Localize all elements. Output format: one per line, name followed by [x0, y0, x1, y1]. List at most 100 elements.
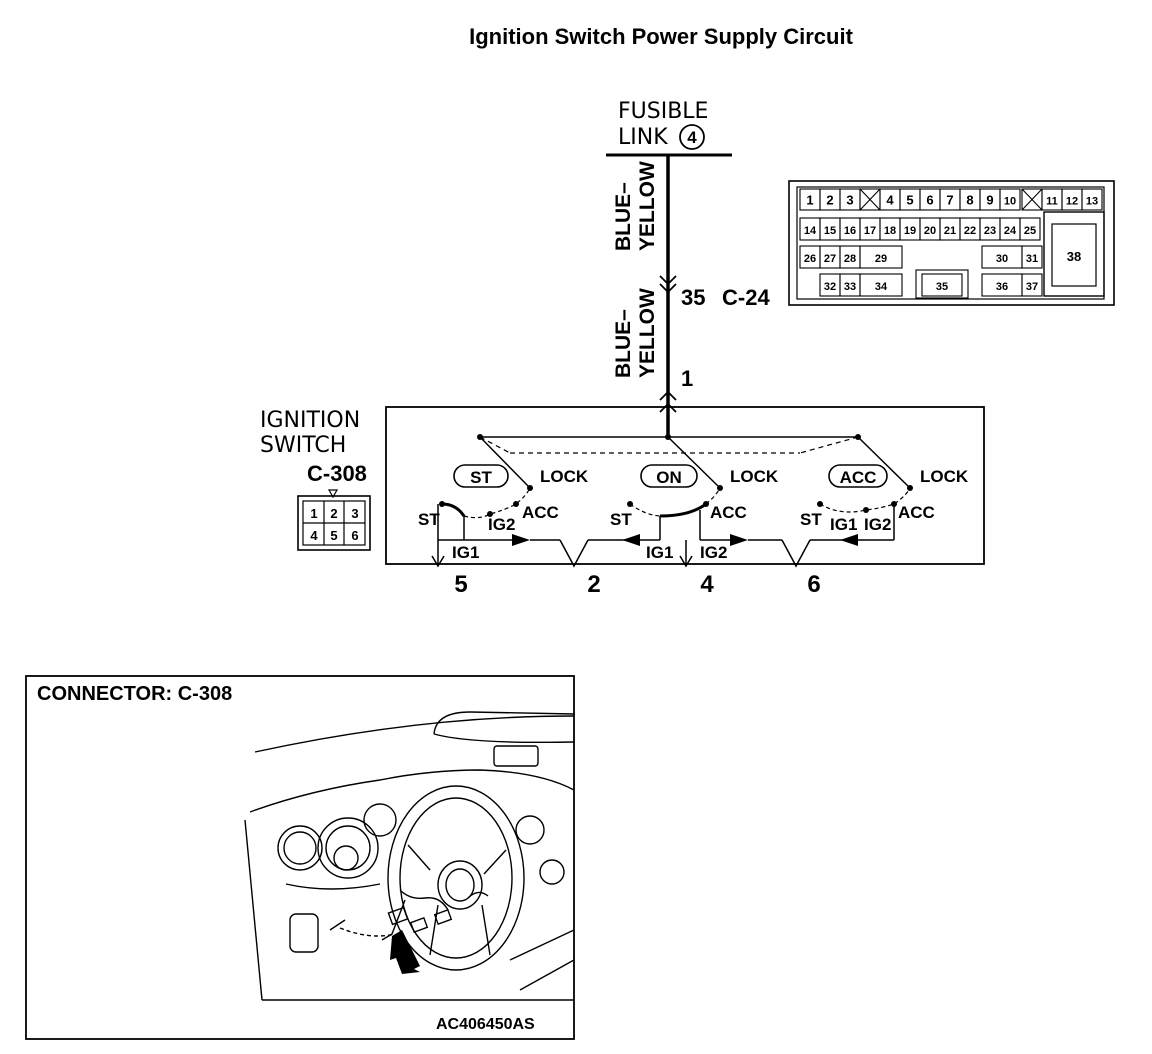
ig2-label-st: IG2	[488, 515, 515, 534]
wire-color-lower-2: YELLOW	[636, 288, 659, 378]
switch-connector-face: 1 2 3 4 5 6	[297, 489, 371, 551]
c24-pin-10: 10	[1004, 196, 1016, 208]
c24-cavity	[1021, 245, 1043, 269]
lock-label-st: LOCK	[540, 467, 589, 486]
output-pin-4: 4	[700, 571, 714, 598]
st-label-st: ST	[418, 510, 440, 529]
c24-pin-16: 16	[844, 225, 856, 237]
junction-pin-number: 35	[681, 285, 705, 310]
wire-color-upper-1: BLUE–	[612, 182, 635, 251]
diagram-title: Ignition Switch Power Supply Circuit	[469, 24, 853, 49]
c24-pin-21: 21	[944, 225, 956, 237]
ig2-label-acc: IG2	[864, 515, 891, 534]
c24-blocked-cavity	[859, 188, 881, 211]
c24-pin-29: 29	[875, 253, 887, 265]
connector-panel-title: CONNECTOR: C-308	[37, 683, 232, 705]
mode-label-st: ST	[470, 468, 492, 487]
c24-pin-20: 20	[924, 225, 936, 237]
fusible-link-number: 4	[687, 128, 697, 147]
fusible-link-label: FUSIBLE	[618, 99, 708, 124]
c24-pin-1: 1	[806, 193, 813, 208]
c24-pin-8: 8	[966, 193, 973, 208]
internal-wiring	[431, 504, 895, 568]
c24-cavity	[859, 245, 903, 269]
c24-pin-30: 30	[996, 253, 1008, 265]
c24-pin-11: 11	[1046, 196, 1058, 208]
c24-pin-9: 9	[986, 193, 993, 208]
c24-pin-25: 25	[1024, 225, 1036, 237]
c24-cavity	[921, 273, 963, 297]
figure-code: AC406450AS	[436, 1016, 535, 1033]
switch-pin-3: 3	[351, 506, 358, 521]
mode-label-on: ON	[656, 468, 682, 487]
c24-pin-14: 14	[804, 225, 817, 237]
switch-pin-5: 5	[330, 528, 337, 543]
wire-color-upper: BLUE– YELLOW	[612, 161, 659, 251]
c24-pin-27: 27	[824, 253, 836, 265]
ig2-label-on: IG2	[700, 543, 727, 562]
contact-group-acc: ACC LOCK ACC ST IG1 IG2	[800, 464, 969, 534]
contact-group-on: ON LOCK ACC ST IG1 IG2	[610, 464, 779, 562]
c24-cavity	[859, 273, 903, 297]
lock-label-acc: LOCK	[920, 467, 969, 486]
c24-pin-6: 6	[926, 193, 933, 208]
c24-pin-13: 13	[1086, 196, 1098, 208]
c24-pin-19: 19	[904, 225, 916, 237]
c24-pin-12: 12	[1066, 196, 1078, 208]
c24-pin-23: 23	[984, 225, 996, 237]
c24-pin-3: 3	[846, 193, 853, 208]
c24-cavity	[999, 188, 1021, 211]
lock-label-on: LOCK	[730, 467, 779, 486]
c24-pin-33: 33	[844, 281, 856, 293]
mode-badge-acc	[828, 464, 888, 488]
mode-label-acc: ACC	[840, 468, 877, 487]
fusible-link-label-2: LINK	[618, 125, 668, 150]
c24-cavity	[1021, 273, 1043, 297]
c24-pin-26: 26	[804, 253, 816, 265]
c24-blocked-cavity	[1021, 188, 1043, 211]
st-label-on: ST	[610, 510, 632, 529]
c24-pin-37: 37	[1026, 281, 1038, 293]
c24-pin-24: 24	[1004, 225, 1017, 237]
c24-pin-4: 4	[886, 193, 894, 208]
switch-pin-2: 2	[330, 506, 337, 521]
wire-color-lower-1: BLUE–	[612, 309, 635, 378]
c24-pin-35: 35	[936, 281, 948, 293]
c24-blocked-mark	[859, 188, 881, 211]
mode-badge-st	[453, 464, 509, 488]
c24-cavity	[1019, 217, 1041, 241]
output-pin-2: 2	[587, 571, 600, 598]
ig1-label-st: IG1	[452, 543, 479, 562]
mode-badge-on	[640, 464, 698, 488]
switch-input-pin: 1	[681, 366, 693, 391]
c24-latch-tab	[915, 269, 969, 299]
switch-pin-4: 4	[310, 528, 318, 543]
acc-label-st: ACC	[522, 503, 559, 522]
c24-pin-28: 28	[844, 253, 856, 265]
c24-blocked-mark	[1021, 188, 1043, 211]
switch-input-symbol	[659, 390, 677, 413]
output-pin-5: 5	[454, 571, 467, 598]
c24-large-cavity	[1043, 211, 1105, 297]
ig1-label-on: IG1	[646, 543, 673, 562]
location-arrow-icon	[390, 930, 420, 974]
ignition-switch-label-2: SWITCH	[260, 433, 346, 458]
c24-pin-38: 38	[1067, 249, 1081, 264]
c24-pin-2: 2	[826, 193, 833, 208]
c24-pin-32: 32	[824, 281, 836, 293]
ignition-switch-connector-id: C-308	[307, 461, 367, 486]
wire-color-lower: BLUE– YELLOW	[612, 288, 659, 378]
c24-cavity	[1081, 188, 1103, 211]
c24-pin-31: 31	[1026, 253, 1038, 265]
junction-connector-id: C-24	[722, 285, 770, 310]
acc-label-acc: ACC	[898, 503, 935, 522]
ig1-label-acc: IG1	[830, 515, 857, 534]
c24-pin-22: 22	[964, 225, 976, 237]
switch-linkage	[477, 434, 911, 489]
c24-pin-18: 18	[884, 225, 896, 237]
junction-connector-symbol	[659, 275, 677, 294]
wire-color-upper-2: YELLOW	[636, 161, 659, 251]
acc-label-on: ACC	[710, 503, 747, 522]
